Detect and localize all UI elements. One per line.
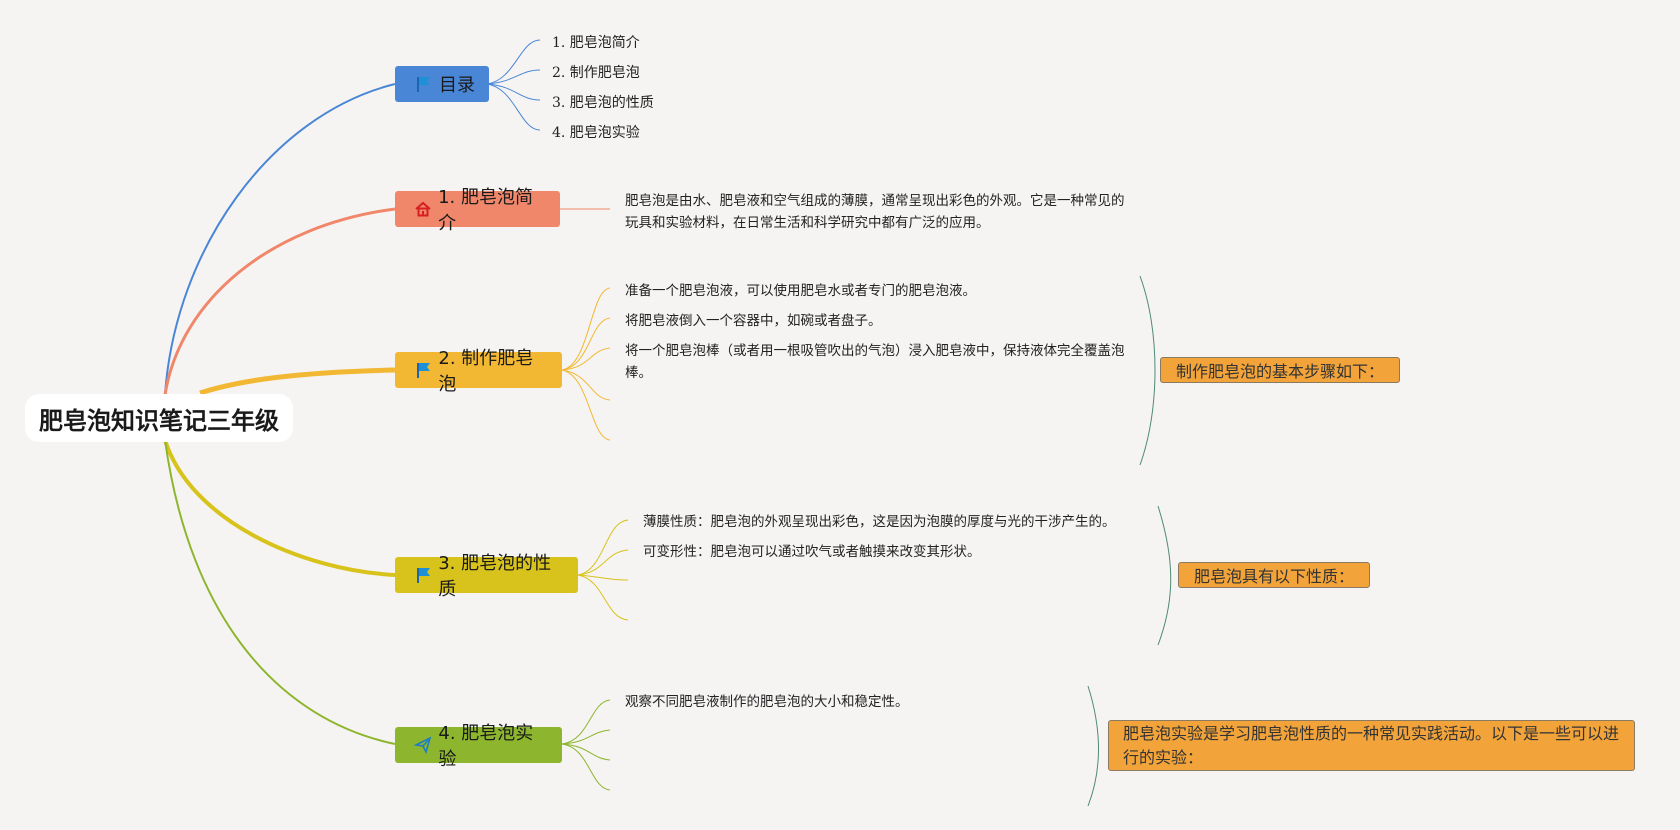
home-icon	[413, 199, 432, 219]
toc-item-4[interactable]: 4. 肥皂泡实验	[552, 125, 640, 141]
branch-make[interactable]: 2. 制作肥皂泡	[395, 348, 562, 395]
branch-intro-label: 1. 肥皂泡简介	[438, 187, 534, 234]
branch-toc[interactable]: 目录	[395, 66, 489, 102]
exp-item-1[interactable]: 观察不同肥皂液制作的肥皂泡的大小和稳定性。	[625, 694, 909, 710]
send-icon	[413, 735, 432, 755]
exp-summary[interactable]: 肥皂泡实验是学习肥皂泡性质的一种常见实践活动。以下是一些可以进行的实验：	[1108, 720, 1635, 771]
bracket-exp	[1087, 685, 1099, 807]
props-item-2[interactable]: 可变形性：肥皂泡可以通过吹气或者触摸来改变其形状。	[643, 544, 981, 560]
flag-icon	[413, 565, 432, 585]
link-root-make	[199, 367, 396, 396]
props-summary[interactable]: 肥皂泡具有以下性质：	[1178, 562, 1370, 588]
link-root-props	[163, 439, 396, 577]
props-fan	[577, 519, 629, 621]
flag-icon	[413, 74, 433, 94]
make-summary[interactable]: 制作肥皂泡的基本步骤如下：	[1160, 357, 1400, 383]
branch-toc-label: 目录	[439, 75, 475, 96]
toc-fan	[486, 39, 541, 131]
branch-make-label: 2. 制作肥皂泡	[438, 348, 534, 395]
branch-exp[interactable]: 4. 肥皂泡实验	[395, 723, 562, 770]
toc-item-2[interactable]: 2. 制作肥皂泡	[552, 65, 640, 81]
branch-intro[interactable]: 1. 肥皂泡简介	[395, 187, 560, 234]
branch-props[interactable]: 3. 肥皂泡的性质	[395, 553, 578, 600]
link-root-exp	[164, 439, 396, 745]
bracket-props	[1157, 505, 1172, 646]
intro-text: 肥皂泡是由水、肥皂液和空气组成的薄膜，通常呈现出彩色的外观。它是一种常见的玩具和…	[625, 193, 1125, 231]
link-root-toc	[164, 83, 396, 396]
root-topic[interactable]: 肥皂泡知识笔记三年级	[25, 394, 293, 442]
branch-exp-label: 4. 肥皂泡实验	[438, 723, 534, 770]
link-root-intro	[163, 207, 396, 396]
make-step-1[interactable]: 准备一个肥皂泡液，可以使用肥皂水或者专门的肥皂泡液。	[625, 283, 976, 299]
toc-item-3[interactable]: 3. 肥皂泡的性质	[552, 95, 654, 111]
make-step-3[interactable]: 将一个肥皂泡棒（或者用一根吸管吹出的气泡）浸入肥皂液中，保持液体完全覆盖泡棒。	[625, 343, 1125, 381]
make-step-2[interactable]: 将肥皂液倒入一个容器中，如碗或者盘子。	[625, 313, 882, 329]
flag-icon	[413, 360, 432, 380]
make-fan	[561, 287, 611, 441]
toc-item-1[interactable]: 1. 肥皂泡简介	[552, 35, 640, 51]
props-item-1[interactable]: 薄膜性质：肥皂泡的外观呈现出彩色，这是因为泡膜的厚度与光的干涉产生的。	[643, 514, 1116, 530]
branch-props-label: 3. 肥皂泡的性质	[438, 553, 552, 600]
bracket-make	[1139, 275, 1156, 466]
exp-fan	[561, 699, 611, 791]
